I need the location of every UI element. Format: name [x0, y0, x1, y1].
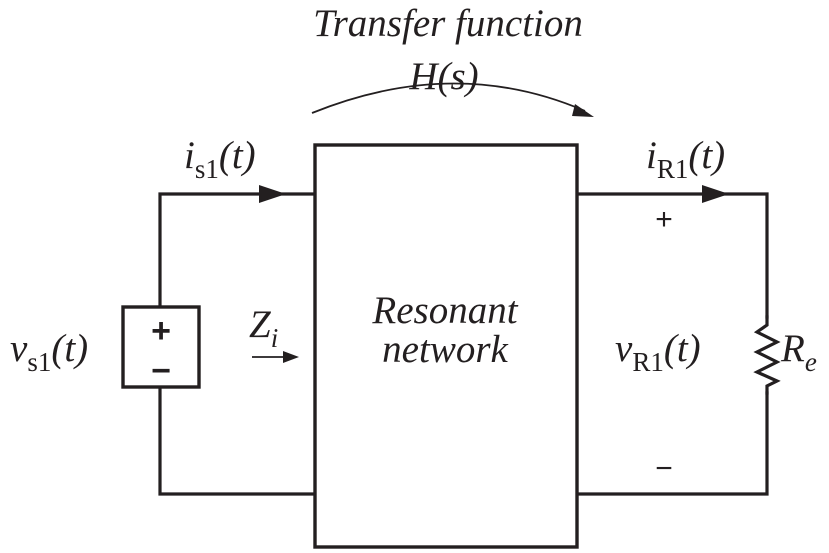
source-voltage-subscript: s1	[27, 347, 51, 377]
impedance-arrowhead	[283, 351, 299, 363]
transfer-function-symbol: H	[408, 55, 439, 98]
load-voltage-subscript: R1	[632, 347, 664, 377]
resistor-label: Re	[780, 327, 817, 377]
network-label-line1: Resonant	[371, 289, 518, 332]
resonant-network-box	[313, 143, 579, 549]
source-bottom-wire	[158, 385, 317, 496]
load-voltage-symbol: v	[615, 327, 633, 370]
source-minus-sign: −	[151, 352, 171, 390]
impedance-subscript: i	[271, 323, 279, 353]
source-current-label: is1(t)	[184, 134, 256, 184]
transfer-function-expression: H(s)	[408, 55, 478, 98]
load-bottom-wire	[575, 391, 769, 496]
network-label-line2: network	[382, 328, 508, 371]
source-voltage-argument: (t)	[51, 327, 88, 370]
transfer-function-label: Transfer function	[313, 2, 583, 45]
resistor-subscript: e	[805, 347, 817, 377]
source-voltage-label: vs1(t)	[10, 327, 88, 377]
load-current-subscript: R1	[657, 154, 689, 184]
source-current-argument: (t)	[219, 134, 256, 177]
impedance-symbol: Z	[249, 303, 272, 346]
voltage-source	[121, 305, 201, 389]
source-top-wire	[158, 192, 317, 309]
transfer-function-arrow	[311, 82, 586, 114]
source-current-arrowhead	[259, 185, 286, 203]
load-plus-sign: +	[655, 203, 673, 236]
transfer-function-argument: (s)	[438, 55, 479, 98]
load-resistor	[753, 315, 781, 395]
load-top-wire	[575, 192, 769, 319]
load-current-label: iR1(t)	[646, 134, 725, 184]
load-minus-sign: −	[655, 452, 673, 485]
resistor-symbol: R	[780, 327, 805, 370]
source-voltage-symbol: v	[10, 327, 28, 370]
load-current-arrowhead	[702, 185, 729, 203]
source-current-symbol: i	[184, 134, 195, 177]
transfer-function-arrowhead	[572, 104, 594, 117]
source-current-subscript: s1	[195, 154, 219, 184]
load-voltage-argument: (t)	[664, 327, 701, 370]
impedance-label: Zi	[249, 303, 278, 353]
load-voltage-label: vR1(t)	[615, 327, 701, 377]
load-current-argument: (t)	[688, 134, 725, 177]
source-plus-sign: +	[151, 312, 171, 350]
load-current-symbol: i	[646, 134, 657, 177]
